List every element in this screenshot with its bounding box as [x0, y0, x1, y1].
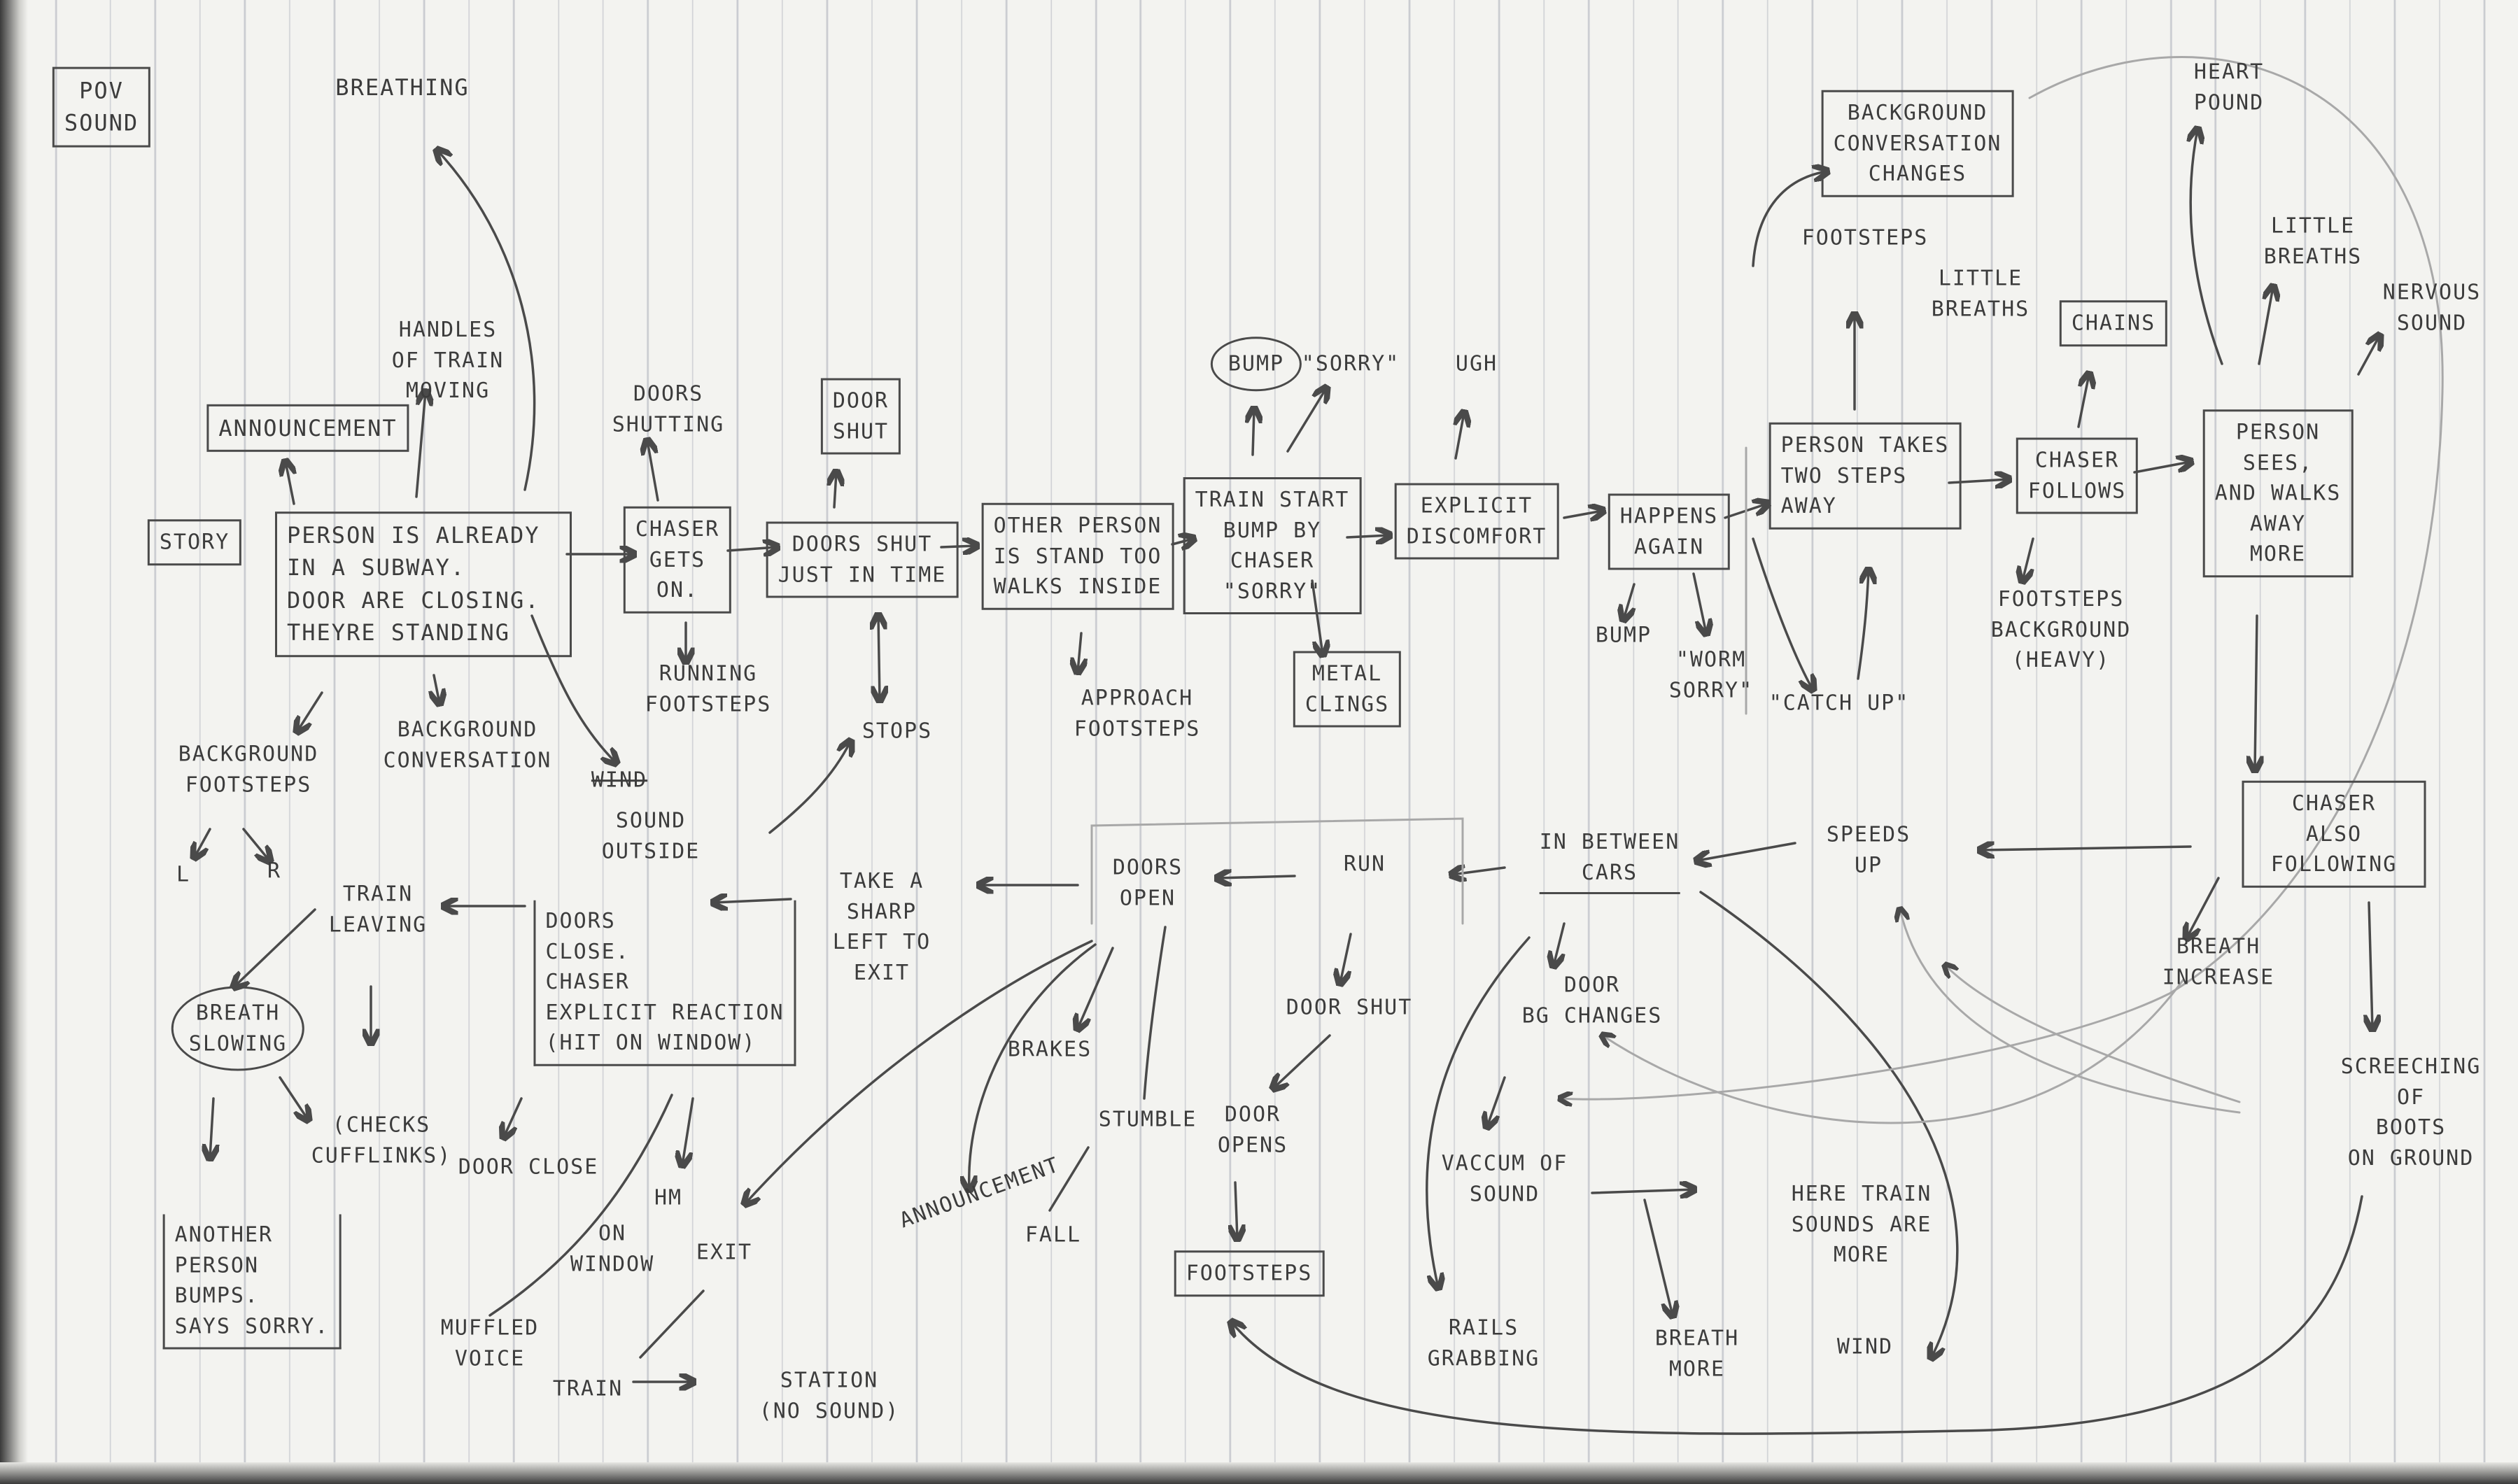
node-chaser-also-following: CHASER ALSO FOLLOWING [2242, 780, 2426, 888]
node-approach-footsteps: APPROACH FOOTSTEPS [1074, 686, 1201, 742]
node-screeching-of-boots: SCREECHING OF BOOTS ON GROUND [2340, 1054, 2482, 1171]
node-little-breaths-mid: LITTLE BREATHS [1931, 266, 2030, 322]
node-doors-close-chaser-reaction: DOORS CLOSE. CHASER EXPLICIT REACTION (H… [533, 900, 796, 1066]
node-l-channel: L [176, 862, 191, 887]
node-station-no-sound: STATION (NO SOUND) [759, 1368, 900, 1424]
node-stumble: STUMBLE [1098, 1107, 1197, 1132]
node-bump-small: BUMP [1595, 623, 1652, 648]
node-wind-crossed: WIND [591, 768, 648, 793]
node-footsteps-box: FOOTSTEPS [1174, 1250, 1325, 1296]
node-r-channel: R [267, 858, 282, 884]
node-door-close: DOOR CLOSE [458, 1154, 599, 1180]
node-worm-sorry: "WORM SORRY" [1668, 647, 1754, 703]
node-wind-bottom: WIND [1836, 1334, 1894, 1359]
node-running-footsteps: RUNNING FOOTSTEPS [645, 661, 772, 717]
node-train-leaving: TRAIN LEAVING [328, 882, 428, 938]
node-run: RUN [1343, 851, 1386, 877]
node-brakes: BRAKES [1007, 1037, 1092, 1062]
node-chains: CHAINS [2059, 300, 2168, 346]
node-speeds-up: SPEEDS UP [1826, 822, 1911, 878]
node-chaser-gets-on: CHASER GETS ON. [623, 506, 732, 614]
node-door-shut-box: DOOR SHUT [820, 378, 901, 455]
node-breath-increase: BREATH INCREASE [2162, 934, 2275, 990]
node-background-conversation: BACKGROUND CONVERSATION [383, 717, 552, 773]
node-person-sees-walks-away: PERSON SEES, AND WALKS AWAY MORE [2202, 409, 2354, 577]
node-announcement-top: ANNOUNCEMENT [206, 404, 409, 453]
node-footsteps-background-heavy: FOOTSTEPS BACKGROUND (HEAVY) [1990, 586, 2132, 672]
node-on-window: ON WINDOW [570, 1221, 655, 1277]
node-bump-oval: BUMP [1210, 337, 1302, 391]
node-vaccum-of-sound: VACCUM OF SOUND [1441, 1151, 1568, 1207]
paper-left-edge [0, 0, 28, 1484]
node-background-conversation-changes: BACKGROUND CONVERSATION CHANGES [1821, 90, 2014, 197]
node-door-bg-changes: DOOR BG CHANGES [1521, 973, 1663, 1029]
node-nervous-sound: NERVOUS SOUND [2382, 280, 2482, 336]
pov-sound-label: POV SOUND [52, 66, 151, 148]
node-in-between-cars: IN BETWEEN CARS [1539, 827, 1680, 894]
node-heart-pound: HEART POUND [2193, 59, 2265, 115]
node-breath-slowing: BREATH SLOWING [171, 986, 305, 1071]
story-label: STORY [147, 519, 242, 565]
node-take-sharp-left: TAKE A SHARP LEFT TO EXIT [832, 869, 931, 985]
node-checks-cufflinks: (CHECKS CUFFLINKS) [311, 1112, 452, 1168]
node-another-person-bumps: ANOTHER PERSON BUMPS. SAYS SORRY. [162, 1214, 342, 1350]
node-here-train-sounds: HERE TRAIN SOUNDS ARE MORE [1791, 1181, 1932, 1267]
node-catch-up: "CATCH UP" [1768, 691, 1910, 716]
node-little-breaths-right: LITTLE BREATHS [2263, 213, 2363, 269]
node-breath-more: BREATH MORE [1654, 1326, 1740, 1382]
node-metal-clings: METAL CLINGS [1293, 651, 1402, 728]
node-ugh: UGH [1455, 351, 1498, 376]
node-sound-outside: SOUND OUTSIDE [601, 808, 701, 864]
node-other-person: OTHER PERSON IS STAND TOO WALKS INSIDE [981, 502, 1174, 610]
node-doors-shut-just-in-time: DOORS SHUT JUST IN TIME [766, 521, 959, 598]
node-muffled-voice: MUFFLED VOICE [440, 1315, 540, 1371]
node-chaser-follows: CHASER FOLLOWS [2016, 437, 2139, 514]
node-exit: EXIT [696, 1240, 753, 1265]
node-happens-again: HAPPENS AGAIN [1608, 493, 1731, 570]
node-hm: HM [654, 1185, 683, 1210]
node-sorry-quote: "SORRY" [1301, 351, 1400, 376]
node-stops: STOPS [861, 719, 933, 744]
node-fall: FALL [1025, 1222, 1082, 1248]
paper-bottom-edge [0, 1462, 2518, 1484]
node-doors-open: DOORS OPEN [1112, 855, 1183, 911]
node-person-takes-two-steps: PERSON TAKES TWO STEPS AWAY [1768, 422, 1962, 530]
node-door-shut-small: DOOR SHUT [1286, 995, 1413, 1020]
node-breathing: BREATHING [335, 73, 470, 101]
node-background-footsteps: BACKGROUND FOOTSTEPS [178, 742, 319, 798]
node-person-in-subway: PERSON IS ALREADY IN A SUBWAY. DOOR ARE … [275, 511, 572, 657]
node-train: TRAIN [552, 1376, 624, 1401]
node-footsteps-top: FOOTSTEPS [1801, 225, 1929, 250]
node-doors-shutting: DOORS SHUTTING [612, 381, 725, 437]
node-rails-grabbing: RAILS GRABBING [1427, 1315, 1540, 1371]
node-explicit-discomfort: EXPLICIT DISCOMFORT [1394, 483, 1559, 560]
node-train-start: TRAIN START BUMP BY CHASER "SORRY" [1183, 477, 1362, 614]
node-door-opens: DOOR OPENS [1217, 1102, 1288, 1158]
node-handles-of-train: HANDLES OF TRAIN MOVING [391, 317, 505, 403]
